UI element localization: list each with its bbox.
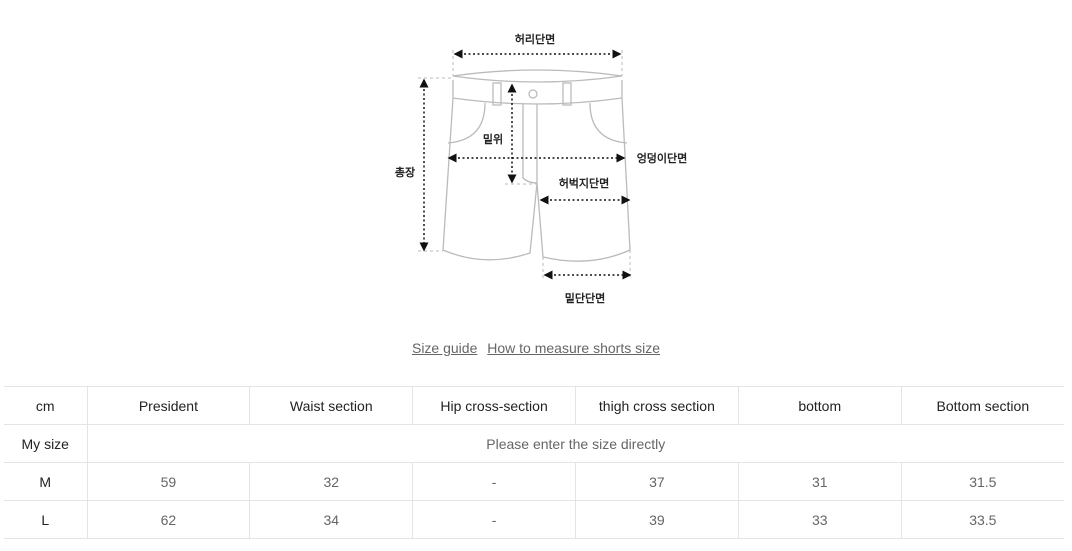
hip-label: 엉덩이단면: [637, 151, 688, 165]
header-cell: cm: [4, 386, 87, 425]
cell: 31.5: [900, 462, 1064, 501]
cell: 34: [249, 500, 413, 539]
hem-label: 밑단단면: [565, 291, 605, 305]
waist-label: 허리단면: [515, 32, 555, 46]
how-to-measure-link[interactable]: How to measure shorts size: [487, 340, 660, 356]
cell: 33.5: [900, 500, 1064, 539]
header-cell: Waist section: [249, 386, 413, 425]
my-size-row: My size Please enter the size directly: [4, 424, 1064, 463]
cell: -: [412, 500, 576, 539]
table-row: M 59 32 - 37 31 31.5: [4, 462, 1064, 501]
size-label: L: [4, 500, 87, 539]
thigh-label: 허벅지단면: [559, 176, 610, 190]
size-guide-link[interactable]: Size guide: [411, 340, 478, 356]
total-length-label: 총장: [395, 165, 415, 179]
cell: 31: [737, 462, 902, 501]
cell: 37: [574, 462, 739, 501]
cell: -: [412, 462, 576, 501]
cell: 33: [737, 500, 902, 539]
my-size-label: My size: [4, 424, 87, 463]
header-cell: thigh cross section: [574, 386, 739, 425]
header-cell: Bottom section: [900, 386, 1064, 425]
my-size-input[interactable]: Please enter the size directly: [86, 424, 1064, 463]
cell: 32: [249, 462, 413, 501]
cell: 59: [86, 462, 250, 501]
table-header-row: cm President Waist section Hip cross-sec…: [4, 386, 1064, 425]
shorts-outline: [442, 69, 631, 262]
header-cell: President: [86, 386, 250, 425]
rise-label: 밑위: [483, 133, 503, 146]
size-label: M: [4, 462, 87, 501]
cell: 62: [86, 500, 250, 539]
cell: 39: [574, 500, 739, 539]
header-cell: bottom: [737, 386, 902, 425]
table-row: L 62 34 - 39 33 33.5: [4, 500, 1064, 539]
guide-links: Size guide How to measure shorts size: [0, 340, 1072, 356]
header-cell: Hip cross-section: [412, 386, 576, 425]
size-table: cm President Waist section Hip cross-sec…: [4, 386, 1064, 539]
shorts-measurement-diagram: 허리단면 총장 밑위 엉덩이단면 허벅지단면 밑단단면: [395, 32, 688, 305]
